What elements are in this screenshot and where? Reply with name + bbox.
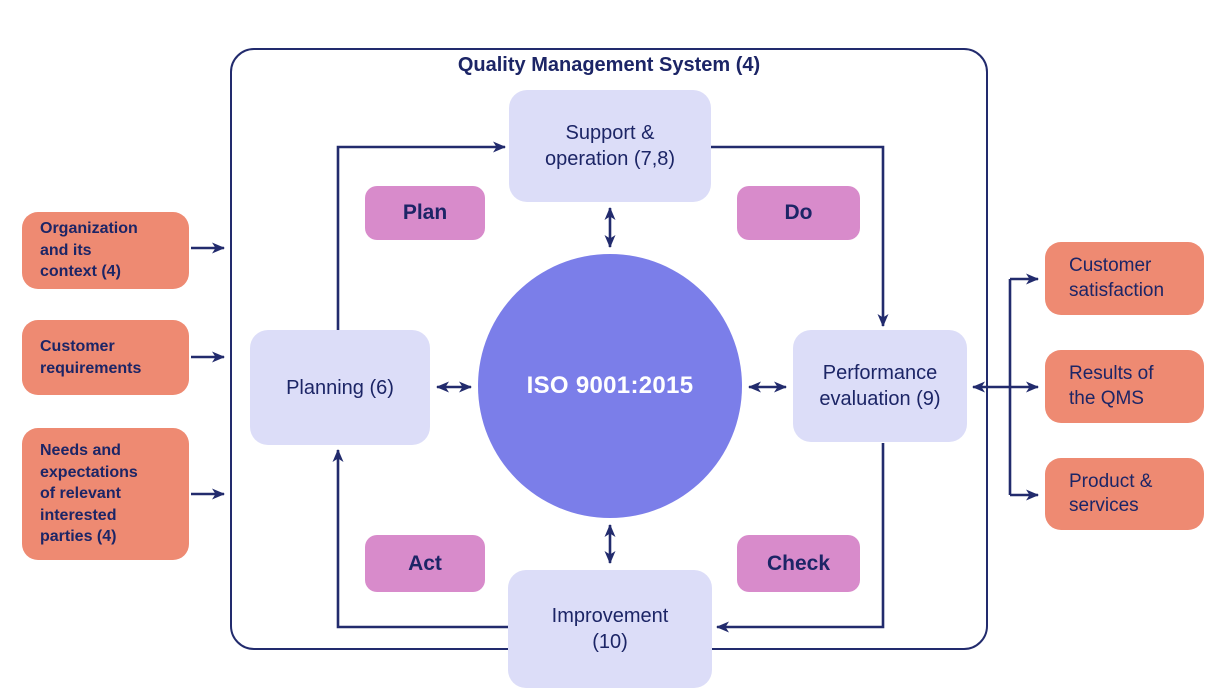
pdca-act-label: Act bbox=[365, 535, 485, 592]
input-needs-expectations: Needs and expectations of relevant inter… bbox=[22, 428, 189, 560]
output-results-of-qms: Results of the QMS bbox=[1045, 350, 1204, 423]
input-organization-context: Organization and its context (4) bbox=[22, 212, 189, 289]
pdca-check-label: Check bbox=[737, 535, 860, 592]
diagram-title: Quality Management System (4) bbox=[457, 54, 761, 76]
pdca-plan-label: Plan bbox=[365, 186, 485, 240]
output-customer-satisfaction: Customer satisfaction bbox=[1045, 242, 1204, 315]
iso-9001-circle: ISO 9001:2015 bbox=[478, 254, 742, 518]
node-performance-evaluation: Performance evaluation (9) bbox=[793, 330, 967, 442]
input-customer-requirements: Customer requirements bbox=[22, 320, 189, 395]
node-planning: Planning (6) bbox=[250, 330, 430, 445]
node-support-operation: Support & operation (7,8) bbox=[509, 90, 711, 202]
output-product-services: Product & services bbox=[1045, 458, 1204, 530]
pdca-do-label: Do bbox=[737, 186, 860, 240]
node-improvement: Improvement (10) bbox=[508, 570, 712, 688]
